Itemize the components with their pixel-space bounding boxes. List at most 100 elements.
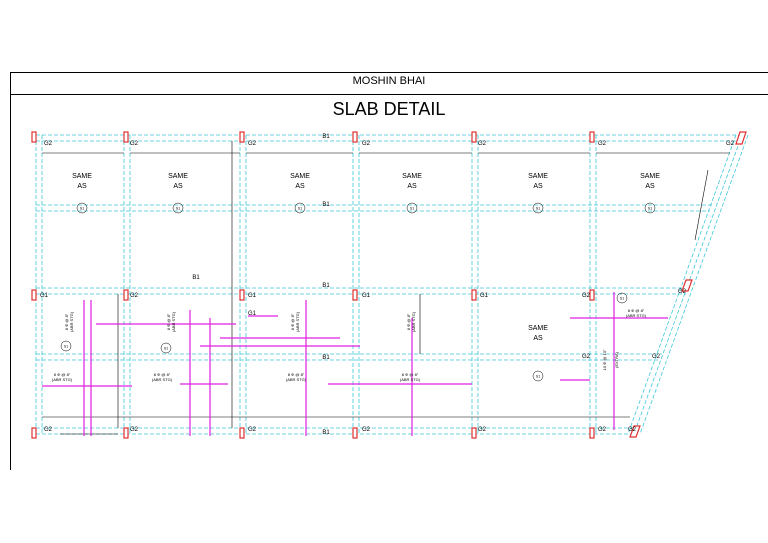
grid-label-g2: G2 (678, 289, 687, 295)
grid-label-g2: G2 (362, 141, 371, 147)
grid-label-g1: G1 (40, 293, 49, 299)
bar-note-abr: (ABR STG) (171, 311, 176, 332)
column (629, 425, 641, 438)
panel-same-text: SAME (528, 325, 548, 332)
grid-label-g2: G2 (652, 354, 661, 360)
bar-spacing-note: 8 Φ @ 8" (288, 372, 305, 377)
slab-ref-label: S1 (80, 207, 84, 211)
grid-label-g2: G2 (130, 427, 139, 433)
panel-notes: SAMEASS1SAMEASS1SAMEASS1SAMEASS1SAMEASS1… (60, 173, 660, 382)
panel-as-text: AS (407, 183, 417, 190)
slab-ref-label: S1 (536, 375, 540, 379)
beam-label-b1: B1 (322, 355, 330, 361)
slab-ref-circle (160, 342, 172, 354)
slab-ref-label: S1 (176, 207, 180, 211)
beam-label-b1: B1 (322, 202, 330, 208)
grid-label-g2: G2 (478, 141, 487, 147)
bar-spacing-note: 8 Φ @ 8" (628, 308, 645, 313)
grid-label-g2: G2 (726, 141, 735, 147)
grid-label-g2: G2 (478, 427, 487, 433)
sheet-left-border (10, 72, 11, 470)
bar-spacing-note: 8 Φ @ 8" (406, 313, 411, 330)
column (123, 427, 129, 439)
column (31, 427, 37, 439)
column (471, 289, 477, 301)
panel-as-text: AS (295, 183, 305, 190)
slab-ref-circle (294, 202, 306, 214)
panel-same-text: SAME (640, 173, 660, 180)
column (681, 279, 693, 292)
panel-same-text: SAME (168, 173, 188, 180)
grid-label-g1: G1 (362, 293, 371, 299)
grid-label-g2: G2 (130, 293, 139, 299)
bar-note-abr: (ABR STG) (152, 377, 173, 382)
bar-spacing-note: 8 Φ @ 8" (154, 372, 171, 377)
grid-label-g2: G2 (598, 427, 607, 433)
slab-ref-circle (60, 340, 72, 352)
panel-as-text: AS (533, 183, 543, 190)
grid-label-g2: G2 (248, 427, 257, 433)
slab-ref-label: S1 (536, 207, 540, 211)
beam-label-b1: B1 (192, 275, 200, 281)
column (735, 131, 747, 145)
grid-label-g2: G2 (248, 141, 257, 147)
bar-spacing-note: 8 Φ @ 8" (64, 313, 69, 330)
panel-as-text: AS (645, 183, 655, 190)
slab-ref-circle (76, 202, 88, 214)
column (239, 427, 245, 439)
panel-same-text: SAME (402, 173, 422, 180)
grid-label-g2: G2 (598, 141, 607, 147)
column (31, 289, 37, 301)
bar-note-abr: (ABR STG) (400, 377, 421, 382)
beam-label-b1: B1 (322, 283, 330, 289)
grid-label-g2: G2 (362, 427, 371, 433)
grid-label-g2: G2 (44, 427, 53, 433)
bar-spacing-note: 8 Φ @ 8" (166, 313, 171, 330)
column (589, 289, 595, 301)
column (471, 131, 477, 143)
grid-label-g2: G2 (130, 141, 139, 147)
slab-ref-label: S1 (298, 207, 302, 211)
columns (31, 131, 747, 439)
grid-label-g1: G1 (248, 293, 257, 299)
bar-note-abr: (ABR STG) (626, 313, 647, 318)
bar-note-abr: (ABR STG) (69, 311, 74, 332)
column (239, 131, 245, 143)
column (589, 427, 595, 439)
drawing-title: SLAB DETAIL (332, 99, 446, 119)
panel-as-text: AS (533, 335, 543, 342)
bar-note-abr: (ABR STG) (286, 377, 307, 382)
slab-ref-circle (532, 202, 544, 214)
grid-label-g2: G2 (582, 293, 591, 299)
slab-ref-label: S1 (64, 345, 68, 349)
bar-spacing-note: 8 Φ @ 8" (402, 372, 419, 377)
beam-label-b1: B1 (322, 430, 330, 436)
extra-bar-tag: (EXTRA) (614, 351, 619, 368)
grid-label-g2: G2 (44, 141, 53, 147)
column (352, 427, 358, 439)
slab-ref-label: S1 (620, 297, 624, 301)
panel-same-text: SAME (528, 173, 548, 180)
rebar-lines (42, 292, 668, 436)
title-divider (10, 94, 768, 95)
column (123, 131, 129, 143)
grid-label-g2: G2 (628, 427, 637, 433)
client-name: MOSHIN BHAI (352, 75, 426, 87)
column (31, 131, 37, 143)
slab-ref-label: S1 (648, 207, 652, 211)
sheet-top-border (10, 72, 768, 73)
slab-ref-circle (172, 202, 184, 214)
column (352, 131, 358, 143)
grid-label-g1: G1 (248, 311, 257, 317)
column (471, 427, 477, 439)
bar-note-abr: (ABR STG) (411, 311, 416, 332)
grid-label-g2: G2 (582, 354, 591, 360)
panel-same-text: SAME (290, 173, 310, 180)
bar-note-abr: (ABR STG) (295, 311, 300, 332)
slab-ref-label: S1 (164, 347, 168, 351)
column (589, 131, 595, 143)
slab-ref-circle (644, 202, 656, 214)
bar-notes: 8 Φ @ 8"(ABR STG)8 Φ @ 8"(ABR STG)8 Φ @ … (52, 308, 647, 382)
